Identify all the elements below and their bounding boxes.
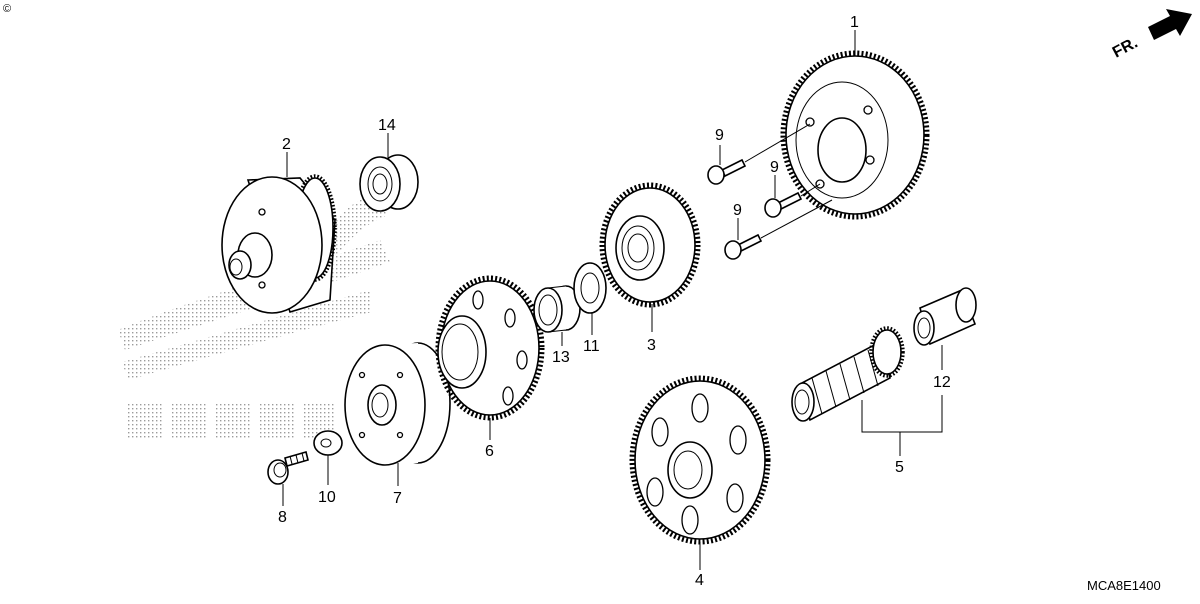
callout-14: 14 xyxy=(378,117,396,134)
callout-13: 13 xyxy=(552,349,570,366)
part-2-drive-gear-assembly xyxy=(221,174,337,314)
part-9-bolts xyxy=(707,123,833,260)
part-14-bearing xyxy=(359,154,419,212)
part-13-needle-bearing xyxy=(533,285,581,333)
part-10-washer xyxy=(313,430,343,456)
callout-3: 3 xyxy=(647,337,656,354)
callout-11: 11 xyxy=(583,338,600,355)
diagram-code: MCA8E1400 xyxy=(1087,578,1161,593)
callout-labels: 1 2 3 4 5 6 7 8 9 9 9 10 11 12 13 14 xyxy=(278,14,951,589)
part-7-clutch-outer xyxy=(344,342,451,466)
part-8-bolt xyxy=(267,451,309,485)
arrow-icon xyxy=(1148,9,1192,40)
leader-lines xyxy=(282,30,943,570)
part-1-large-gear xyxy=(780,50,930,220)
bolt-9a xyxy=(707,158,747,185)
bolt-9c xyxy=(724,233,763,260)
callout-9b: 9 xyxy=(770,159,779,176)
callout-2: 2 xyxy=(282,136,291,153)
honda-wordmark xyxy=(128,402,334,438)
callout-9a: 9 xyxy=(715,127,724,144)
part-6-sprocket xyxy=(435,275,545,421)
part-12-bushing xyxy=(913,287,977,346)
fr-label: FR. xyxy=(1110,34,1141,61)
part-11-thrust-washer xyxy=(573,262,607,314)
part-4-large-gear xyxy=(629,375,771,545)
callout-10: 10 xyxy=(318,489,336,506)
callout-8: 8 xyxy=(278,509,287,526)
bolt-9b xyxy=(764,191,803,218)
callout-1: 1 xyxy=(850,14,859,31)
part-3-gear xyxy=(599,182,701,308)
part-5-shaft xyxy=(791,326,905,422)
callout-7: 7 xyxy=(393,490,402,507)
callout-9c: 9 xyxy=(733,202,742,219)
front-direction-indicator: FR. xyxy=(1110,9,1192,62)
corner-mark: © xyxy=(3,3,11,15)
callout-4: 4 xyxy=(695,572,704,589)
callout-5: 5 xyxy=(895,459,904,476)
callout-12: 12 xyxy=(933,374,951,391)
callout-6: 6 xyxy=(485,443,494,460)
